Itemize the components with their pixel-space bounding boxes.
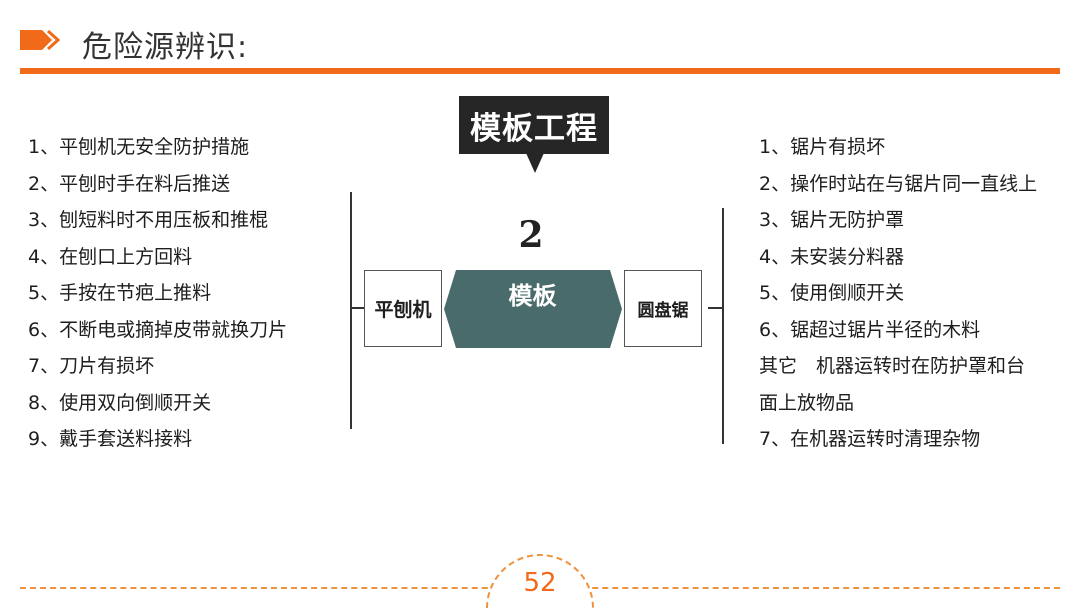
list-item: 4、在刨口上方回料 [28, 245, 193, 268]
left-hazard-list: 1、平刨机无安全防护措施 2、平刨时手在料后推送 3、刨短料时不用压板和推棍 4… [28, 132, 287, 461]
down-triangle-icon [526, 153, 544, 173]
list-item: 2、平刨时手在料后推送 [28, 172, 231, 195]
left-bracket-line [350, 192, 352, 429]
left-connector [350, 307, 364, 309]
center-hexagon-shape [444, 270, 622, 348]
circular-saw-box: 圆盘锯 [624, 270, 702, 347]
list-item: 面上放物品 [759, 391, 855, 414]
callout-title: 模板工程 [459, 96, 609, 154]
right-bracket-line [722, 208, 724, 444]
planer-box: 平刨机 [364, 270, 442, 347]
list-item: 8、使用双向倒顺开关 [28, 391, 212, 414]
header-divider [20, 68, 1060, 74]
page-title: 危险源辨识: [82, 30, 249, 65]
list-item: 5、手按在节疤上推料 [28, 282, 212, 304]
list-item: 4、未安装分料器 [759, 245, 905, 268]
page-number-circle [486, 554, 594, 608]
list-item: 5、使用倒顺开关 [759, 282, 905, 304]
list-item: 9、戴手套送料接料 [28, 428, 193, 450]
list-item: 2、操作时站在与锯片同一直线上 [759, 172, 1038, 195]
list-item: 其它 机器运转时在防护罩和台 [759, 355, 1026, 377]
page-number: 52 [523, 568, 557, 598]
list-item: 7、在机器运转时清理杂物 [759, 428, 981, 450]
list-item: 6、不断电或摘掉皮带就换刀片 [28, 318, 288, 341]
right-hazard-list: 1、锯片有损坏 2、操作时站在与锯片同一直线上 3、锯片无防护罩 4、未安装分料… [759, 132, 1037, 461]
list-item: 1、平刨机无安全防护措施 [28, 136, 250, 158]
chevron-right-icon [20, 30, 60, 50]
list-item: 3、锯片无防护罩 [759, 209, 905, 231]
list-item: 7、刀片有损坏 [28, 355, 155, 377]
right-connector [708, 307, 722, 309]
center-label: 模板 [508, 282, 557, 310]
list-item: 1、锯片有损坏 [759, 136, 886, 158]
list-item: 3、刨短料时不用压板和推棍 [28, 209, 269, 231]
list-item: 6、锯超过锯片半径的木料 [759, 318, 981, 341]
center-number: 2 [518, 214, 544, 256]
